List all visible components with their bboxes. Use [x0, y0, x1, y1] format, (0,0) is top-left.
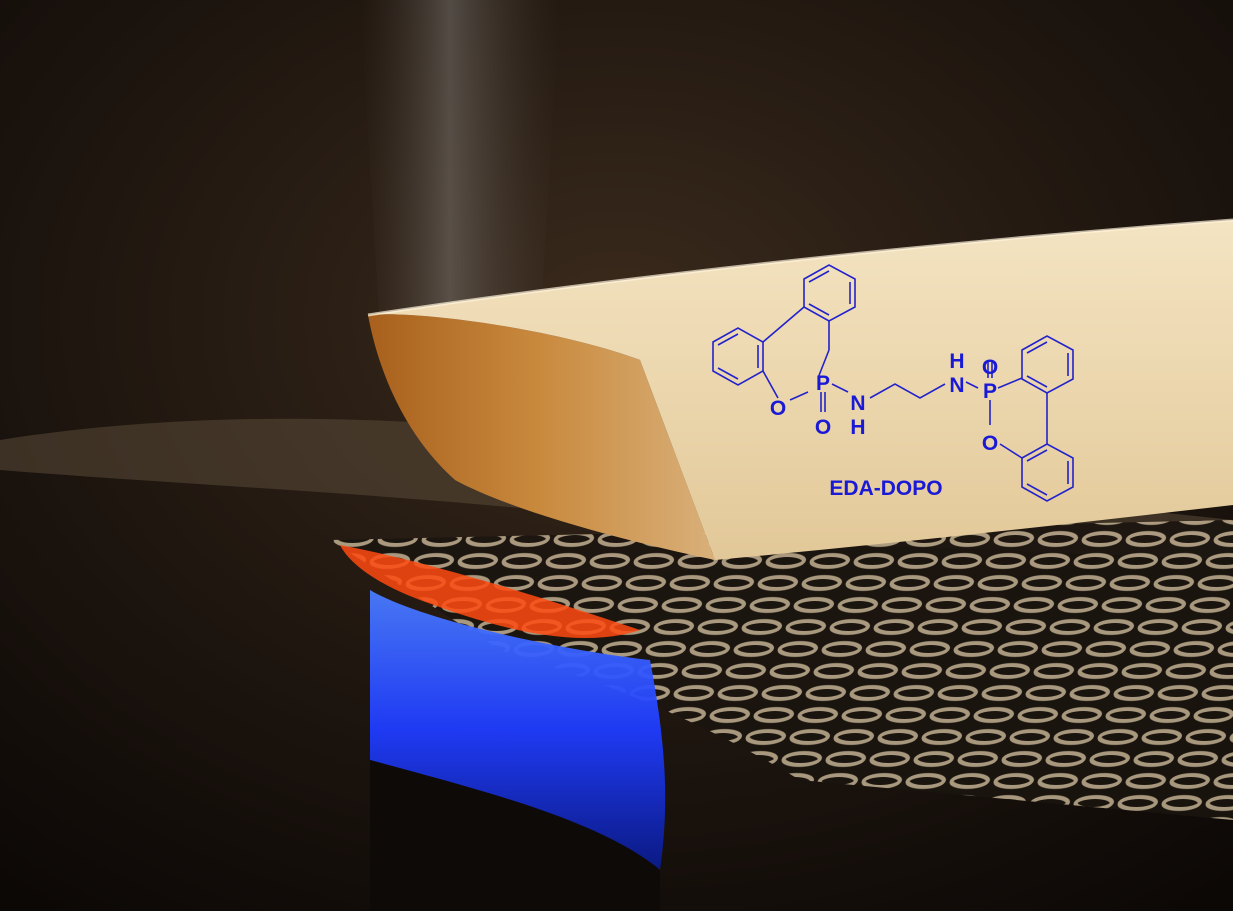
foam-charred-end	[368, 314, 715, 560]
wire-mesh-near	[330, 520, 1233, 820]
hydrogen-atom-left: H	[850, 416, 865, 439]
phosphorus-atom-left: P	[816, 372, 830, 395]
benzene-ring-right-bottom	[1021, 443, 1074, 502]
oxygen-atom-left-ring: O	[770, 397, 786, 420]
burner-tube	[370, 760, 660, 911]
foam-block	[368, 220, 1233, 560]
hot-mesh-glow	[340, 545, 640, 639]
hydrogen-atom-right: H	[949, 350, 964, 373]
benzene-ring-right-top	[1021, 335, 1074, 394]
smoke-plume	[360, 0, 560, 330]
oxygen-atom-left-double: O	[815, 416, 831, 439]
oxygen-atom-right-ring: O	[982, 432, 998, 455]
nitrogen-atom-right: N	[949, 374, 964, 397]
benzene-ring-left-top	[803, 264, 856, 322]
foam-top-edge	[367, 218, 1233, 317]
benzene-ring-left-bottom	[712, 327, 764, 386]
burner-flame	[370, 590, 666, 870]
phosphorus-atom-right: P	[983, 380, 997, 403]
nitrogen-atom-left: N	[850, 392, 865, 415]
biaryl-bond-left	[762, 306, 805, 343]
oxygen-atom-right-double: O	[982, 356, 998, 379]
compound-name-label: EDA-DOPO	[829, 477, 942, 500]
